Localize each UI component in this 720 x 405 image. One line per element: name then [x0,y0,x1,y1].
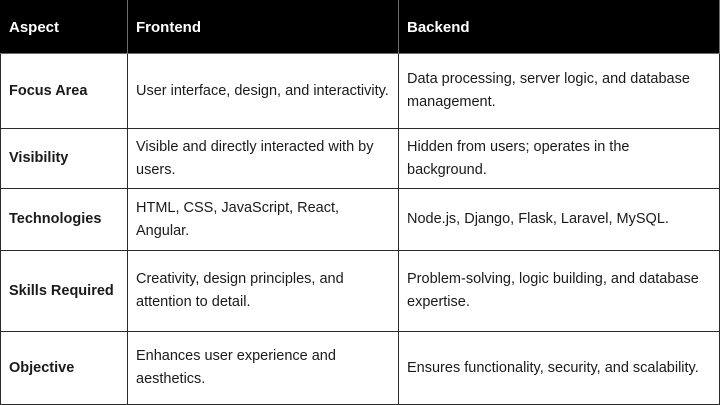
header-frontend: Frontend [127,0,399,54]
backend-cell: Problem-solving, logic building, and dat… [398,250,720,332]
aspect-cell: Objective [0,331,128,405]
backend-cell: Node.js, Django, Flask, Laravel, MySQL. [398,188,720,251]
table-row: Technologies HTML, CSS, JavaScript, Reac… [0,188,720,251]
frontend-cell: HTML, CSS, JavaScript, React, Angular. [127,188,399,251]
aspect-cell: Skills Required [0,250,128,332]
aspect-cell: Focus Area [0,53,128,129]
table-row: Focus Area User interface, design, and i… [0,53,720,129]
table-body: Focus Area User interface, design, and i… [0,53,720,405]
backend-cell: Ensures functionality, security, and sca… [398,331,720,405]
table-header: Aspect Frontend Backend [0,0,720,54]
header-backend: Backend [398,0,720,54]
table-row: Skills Required Creativity, design princ… [0,250,720,332]
backend-cell: Hidden from users; operates in the backg… [398,128,720,189]
frontend-cell: Creativity, design principles, and atten… [127,250,399,332]
header-row: Aspect Frontend Backend [0,0,720,54]
aspect-cell: Visibility [0,128,128,189]
backend-cell: Data processing, server logic, and datab… [398,53,720,129]
aspect-cell: Technologies [0,188,128,251]
frontend-cell: Enhances user experience and aesthetics. [127,331,399,405]
frontend-cell: User interface, design, and interactivit… [127,53,399,129]
table-row: Visibility Visible and directly interact… [0,128,720,189]
table-row: Objective Enhances user experience and a… [0,331,720,405]
header-aspect: Aspect [0,0,128,54]
frontend-cell: Visible and directly interacted with by … [127,128,399,189]
